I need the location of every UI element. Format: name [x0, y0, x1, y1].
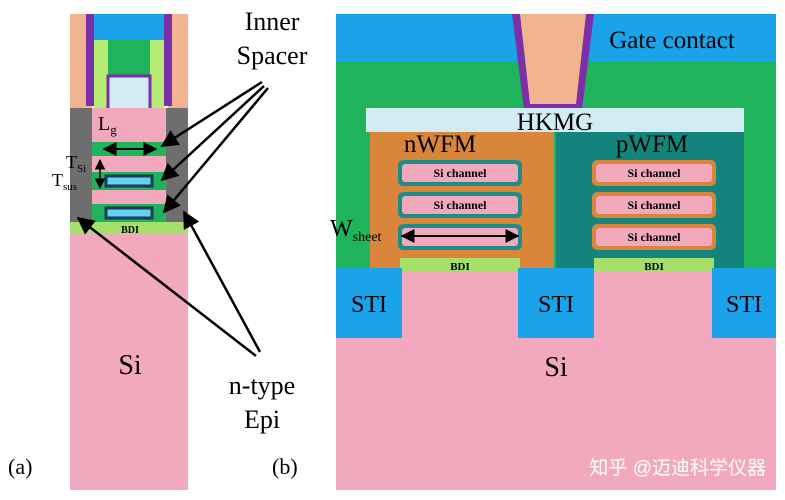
panel-a-gate-top [94, 14, 164, 40]
gate-contact-label: Gate contact [609, 27, 735, 54]
panel-a-right-liner [164, 14, 172, 106]
panel-b-hkmg [366, 108, 744, 132]
panel-a-bdi [70, 222, 188, 234]
pfet-bdi-label: BDI [644, 261, 664, 273]
pfet-channel-3 [596, 228, 712, 246]
hkmg-label: HKMG [517, 109, 593, 136]
panel-a-epi-left [70, 108, 92, 228]
inner-spacer-label-line1: Inner [245, 7, 300, 36]
inner-spacer-arrow-3 [162, 87, 269, 214]
nwfm-label: nWFM [404, 131, 476, 158]
epi-arrow-left [76, 216, 257, 357]
nfet-channel-2-label: Si channel [433, 198, 487, 212]
panel-a-bdi-label: BDI [121, 225, 139, 236]
sti-left-label: STI [351, 292, 387, 318]
panel-a-label: (a) [8, 454, 32, 479]
panel-a-si-substrate [70, 228, 188, 490]
panel-a-inner-sheet-1 [104, 174, 154, 188]
sti-middle [518, 268, 594, 338]
pfet-channel-1 [596, 164, 712, 182]
pwfm-label: pWFM [616, 131, 688, 158]
pfet-channel-2-label: Si channel [627, 198, 681, 212]
panel-a-inner-sheet-2 [104, 206, 154, 220]
panel-b-gate-contact-plug [520, 14, 586, 104]
epi-arrow-right [182, 210, 262, 353]
inner-spacer-label-line2: Spacer [237, 41, 308, 70]
nfet-channel-1-label: Si channel [433, 166, 487, 180]
panel-a-upper-right-pink [168, 14, 188, 110]
panel-a: BDI Lg TSi Tsus Inner Spacer n-type Epi … [8, 7, 308, 490]
epi-label-line1: n-type [229, 371, 295, 400]
panel-a-si-label: Si [118, 350, 142, 381]
pfet-channel-1-label: Si channel [627, 166, 681, 180]
sti-middle-label: STI [538, 292, 574, 318]
panel-a-epi-right [166, 108, 188, 228]
pfet-channel-3-label: Si channel [627, 230, 681, 244]
wsheet-label: Wsheet [330, 216, 382, 245]
sti-right [712, 268, 776, 338]
panel-a-left-liner [86, 14, 94, 106]
pfet-channel-stack: Si channel Si channel Si channel [592, 160, 716, 250]
panel-b-si-label: Si [544, 352, 568, 383]
panel-a-spacer-left [94, 40, 108, 112]
nfet-channel-1 [402, 164, 518, 182]
watermark: 知乎 @迈迪科学仪器 [589, 457, 766, 479]
sti-left [336, 268, 402, 338]
nfet-channel-2 [402, 196, 518, 214]
nfet-bdi [400, 258, 520, 272]
panel-a-tsi-label: TSi [66, 152, 86, 175]
inner-spacer-arrow-2 [160, 85, 265, 182]
panel-a-lg-label: Lg [98, 113, 117, 137]
inner-spacer-arrow-1 [160, 80, 263, 148]
sti-right-label: STI [726, 292, 762, 318]
panel-a-spacer-right [150, 40, 164, 112]
panel-a-tsus-label: Tsus [52, 170, 77, 193]
nfet-bdi-label: BDI [450, 261, 470, 273]
epi-label-line2: Epi [244, 405, 280, 434]
panel-b-label: (b) [272, 454, 298, 479]
pfet-bdi [594, 258, 714, 272]
panel-b: Gate contact HKMG nWFM pWFM Si channel S… [272, 14, 776, 490]
pfet-channel-2 [596, 196, 712, 214]
